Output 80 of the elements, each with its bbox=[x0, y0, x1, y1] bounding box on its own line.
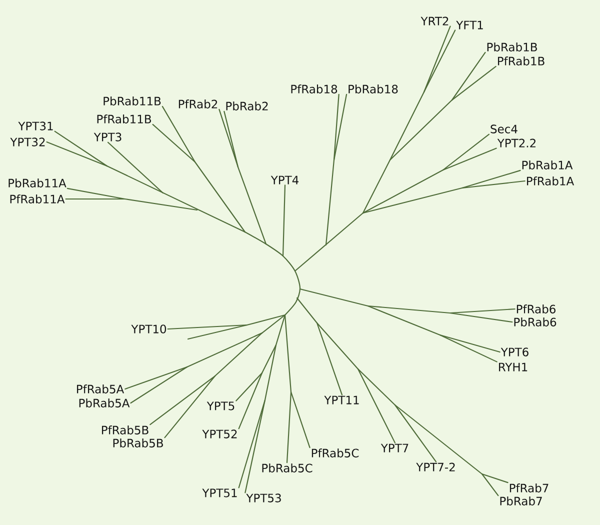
branch-line bbox=[107, 142, 164, 194]
branch-line bbox=[451, 66, 496, 101]
branch-line bbox=[316, 322, 343, 396]
branch-line bbox=[236, 372, 263, 402]
leaf-label: PfRab7 bbox=[510, 484, 548, 492]
leaf-label: PfRab5A bbox=[77, 384, 124, 394]
branch-line bbox=[238, 372, 263, 430]
leaf-label: YPT10 bbox=[131, 324, 166, 334]
branch-line bbox=[451, 52, 486, 101]
branch-line bbox=[394, 404, 437, 462]
leaf-label: PbRab7 bbox=[500, 496, 542, 506]
leaf-label: YPT53 bbox=[246, 494, 281, 502]
branch-line bbox=[65, 198, 126, 200]
branch-line bbox=[218, 108, 239, 168]
branch-line bbox=[54, 130, 108, 167]
branch-line bbox=[152, 124, 196, 163]
leaf-label: YPT51 bbox=[202, 488, 237, 498]
leaf-label: YPT6 bbox=[500, 348, 528, 356]
leaf-label: PfRab1B bbox=[498, 56, 544, 66]
leaf-label: YPT5 bbox=[206, 402, 234, 410]
branch-line bbox=[167, 324, 248, 330]
leaf-label: PbRab6 bbox=[514, 318, 556, 326]
branch-line bbox=[244, 399, 266, 494]
branch-line bbox=[442, 148, 497, 171]
branch-line bbox=[461, 170, 521, 189]
leaf-label: PbRab5A bbox=[79, 398, 130, 408]
leaf-label: PbRab18 bbox=[348, 84, 398, 94]
leaf-label: YPT31 bbox=[18, 122, 53, 130]
branch-line bbox=[282, 184, 286, 257]
leaf-label: YPT3 bbox=[94, 132, 122, 142]
branch-line bbox=[124, 366, 188, 390]
branch-line bbox=[333, 94, 348, 161]
branch-line bbox=[439, 334, 498, 362]
leaf-label: PbRab11A bbox=[8, 178, 66, 188]
leaf-label: PfRab11A bbox=[10, 194, 65, 204]
branch-line bbox=[357, 368, 396, 444]
leaf-label: PfRab2 bbox=[178, 100, 218, 108]
leaf-label: PbRab1A bbox=[522, 160, 573, 170]
branch-line bbox=[481, 473, 499, 496]
branch-line bbox=[449, 308, 516, 314]
leaf-label: YPT7-2 bbox=[416, 462, 455, 472]
leaf-label: YPT4 bbox=[270, 176, 298, 184]
leaf-label: YRT2 bbox=[420, 16, 448, 26]
leaf-label: PbRab2 bbox=[226, 102, 268, 110]
leaf-label: YPT32 bbox=[10, 138, 45, 146]
leaf-label: PbRab5C bbox=[262, 464, 312, 472]
branch-line bbox=[150, 375, 216, 426]
leaf-label: YPT11 bbox=[324, 396, 359, 404]
leaf-label: Sec4 bbox=[490, 124, 518, 134]
leaf-label: PfRab18 bbox=[291, 84, 338, 94]
branch-line bbox=[130, 366, 188, 404]
branch-line bbox=[461, 180, 526, 189]
leaf-label: YPT7 bbox=[380, 444, 408, 452]
branch-line bbox=[286, 391, 292, 464]
leaf-label: PfRab5B bbox=[102, 426, 148, 434]
branch-line bbox=[449, 312, 513, 323]
leaf-label: YPT2.2 bbox=[497, 138, 536, 148]
leaf-label: PbRab11B bbox=[104, 96, 161, 106]
branch-line bbox=[162, 106, 196, 163]
branch-line bbox=[66, 188, 126, 200]
branch-line bbox=[423, 30, 456, 93]
branch-line bbox=[224, 110, 239, 168]
leaf-label: PfRab5C bbox=[312, 448, 359, 458]
branch-line bbox=[333, 94, 340, 161]
leaf-label: PfRab6 bbox=[516, 304, 556, 314]
leaf-label: PbRab5B bbox=[113, 438, 163, 448]
leaf-label: YFT1 bbox=[456, 20, 483, 30]
branch-line bbox=[164, 375, 216, 438]
leaf-label: PbRab1B bbox=[487, 42, 537, 52]
branch-line bbox=[238, 399, 266, 488]
leaf-label: PfRab11B bbox=[97, 114, 151, 124]
branch-line bbox=[46, 141, 108, 167]
branch-line bbox=[439, 334, 500, 353]
branch-line bbox=[442, 134, 490, 171]
branch-line bbox=[423, 26, 451, 93]
branch-line bbox=[481, 473, 508, 484]
leaf-label: RYH1 bbox=[499, 362, 528, 372]
branch-line bbox=[290, 391, 310, 448]
leaf-label: YPT52 bbox=[202, 430, 237, 438]
leaf-label: PfRab1A bbox=[527, 176, 574, 186]
